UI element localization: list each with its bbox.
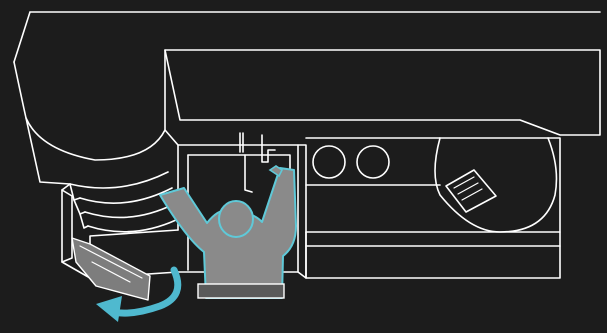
soap-dish-icon bbox=[446, 170, 496, 212]
carousel-shelves bbox=[70, 172, 176, 232]
corner-tall-unit bbox=[14, 50, 178, 230]
round-table bbox=[435, 138, 556, 232]
seat-back bbox=[198, 284, 284, 298]
ceiling-outline bbox=[14, 12, 600, 62]
upper-cabinet bbox=[165, 50, 600, 135]
cooktop-burners bbox=[313, 146, 389, 178]
faucet-icon bbox=[240, 133, 275, 192]
